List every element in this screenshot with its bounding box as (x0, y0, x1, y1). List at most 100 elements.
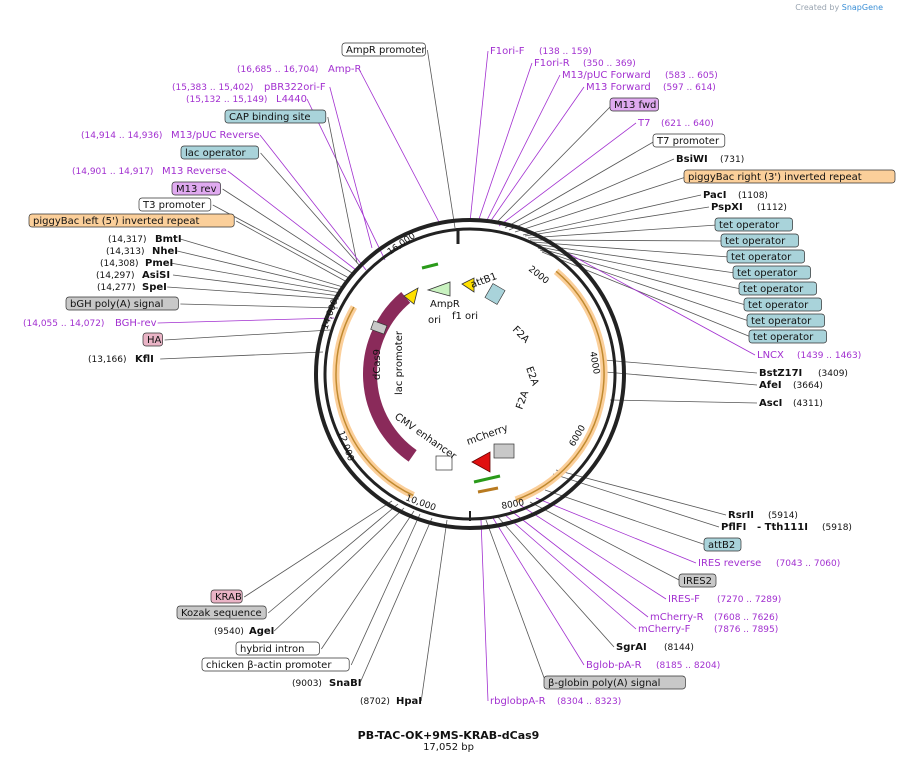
rsrii-label: RsrII (728, 510, 754, 521)
m13rev-box (171, 181, 221, 196)
in-lac-label: lac promoter (394, 330, 405, 395)
pb-left-leader (236, 220, 348, 283)
pflfi-pos-label: (5918) (822, 523, 852, 533)
tet6-box (743, 297, 822, 312)
t3-leader (212, 204, 350, 279)
spei-pos-label: (14,277) (97, 283, 136, 293)
orange-arc-left-core (335, 306, 414, 497)
ires-rev-pos-label: (7043 .. 7060) (776, 559, 840, 569)
bgh-block (370, 320, 388, 335)
f1ori-r-leader (477, 62, 533, 223)
in-f1-label: f1 ori (452, 311, 478, 322)
chicken-box (201, 657, 350, 672)
t3-label: T3 promoter (142, 200, 206, 211)
tet7-label: tet operator (751, 316, 812, 327)
tet5-leader (535, 245, 742, 290)
ha-leader (164, 329, 331, 341)
mcherry-r-pos-label: (7608 .. 7626) (714, 613, 778, 623)
kfli-leader (160, 351, 324, 360)
afei-label: AfeI (759, 380, 782, 391)
in-f2a1-label: F2A (510, 324, 531, 345)
feature-arcs (332, 262, 608, 504)
bgh-rev-pos-label: (14,055 .. 14,072) (23, 319, 104, 329)
m13-forward-label: M13 Forward (586, 82, 651, 93)
bgh-leader (180, 303, 339, 309)
snapgene-credit: Created by SnapGene (795, 3, 883, 12)
l4440-label: L4440 (276, 94, 307, 105)
nhei-leader (177, 250, 343, 291)
hybrid-label: hybrid intron (240, 644, 304, 655)
lncx-label: LNCX (757, 350, 784, 361)
rsrii-leader (555, 469, 727, 516)
ori-arrow (403, 287, 419, 305)
t7-promoter-label: T7 promoter (656, 136, 720, 147)
mcherry-arrow (471, 451, 491, 473)
cmv-block (435, 455, 453, 471)
t7-leader (498, 122, 637, 227)
pb-right-leader (514, 176, 687, 233)
pspxi-label: PspXI (711, 202, 743, 213)
m13-rev-pos-label: (14,901 .. 14,917) (72, 167, 153, 177)
bglobin-pa-box (543, 675, 686, 690)
outer-ring (314, 218, 626, 530)
ires2-label: IRES2 (683, 576, 712, 587)
f1ori-f-label: F1ori-F (490, 46, 525, 57)
tet8-label: tet operator (753, 332, 814, 343)
tet1-label: tet operator (719, 220, 780, 231)
attb2-box (703, 537, 742, 552)
amp-r-label: Amp-R (328, 64, 362, 75)
pmei-pos-label: (14,308) (100, 259, 139, 269)
m13fwd-label: M13 fwd (614, 100, 656, 111)
m13puc-rev-label: M13/pUC Reverse (171, 130, 260, 141)
chicken-leader (350, 513, 421, 666)
amp-r-pos-label: (16,685 .. 16,704) (237, 65, 318, 75)
tet6-label: tet operator (748, 300, 809, 311)
f1-ori-arrow (461, 277, 475, 293)
plasmid-length: 17,052 bp (423, 742, 474, 753)
f1ori-r-label: F1ori-R (534, 58, 570, 69)
tick-label-3: 8000 (501, 498, 526, 512)
t7-label: T7 (637, 118, 650, 129)
bmti-label: BmtI (155, 234, 182, 245)
pmei-leader (170, 262, 342, 294)
tet5-box (738, 281, 817, 296)
tet3-box (726, 249, 805, 264)
sgrai-pos-label: (8144) (664, 643, 694, 653)
paci-leader (522, 194, 702, 236)
ires-block (493, 443, 515, 459)
in-ori1-label: ori (428, 315, 441, 326)
snabi-pos-label: (9003) (292, 679, 322, 689)
t3-box (138, 197, 212, 212)
tet1-leader (527, 224, 718, 239)
rbglob-pos-label: (8304 .. 8323) (557, 697, 621, 707)
leader-lines (157, 49, 758, 702)
mcherry-f-leader (503, 513, 637, 630)
bglobin-pa-label: β-globin poly(A) signal (548, 678, 660, 689)
nhei-label: NheI (152, 246, 178, 257)
f1ori-f-pos-label: (138 .. 159) (539, 47, 592, 57)
dcas9-arc (363, 292, 417, 462)
orange-arc-right (514, 268, 608, 504)
backbone-ring (314, 218, 626, 530)
tet4-box (732, 265, 811, 280)
credit-brand: SnapGene (841, 3, 883, 12)
amp-r-leader (358, 68, 440, 223)
tet8-leader (541, 251, 752, 338)
ha-label: HA (147, 335, 162, 346)
mcherry-r-leader (509, 509, 649, 618)
tet3-label: tet operator (731, 252, 792, 263)
pbr322-pos-label: (15,383 .. 15,402) (172, 83, 253, 93)
afei-pos-label: (3664) (793, 381, 823, 391)
bgh-rev-leader (157, 317, 335, 324)
orange-primer-bottom (477, 486, 499, 494)
kozak-box (176, 605, 267, 620)
ampr-promoter-leader (427, 49, 456, 229)
pbr322-leader (329, 86, 373, 249)
krab-leader (243, 500, 393, 598)
hybrid-box (235, 641, 320, 656)
krab-label: KRAB (215, 592, 242, 603)
hpai-pos-label: (8702) (360, 697, 390, 707)
ires-rev-label: IRES reverse (698, 558, 761, 569)
attb2-label: attB2 (708, 540, 735, 551)
